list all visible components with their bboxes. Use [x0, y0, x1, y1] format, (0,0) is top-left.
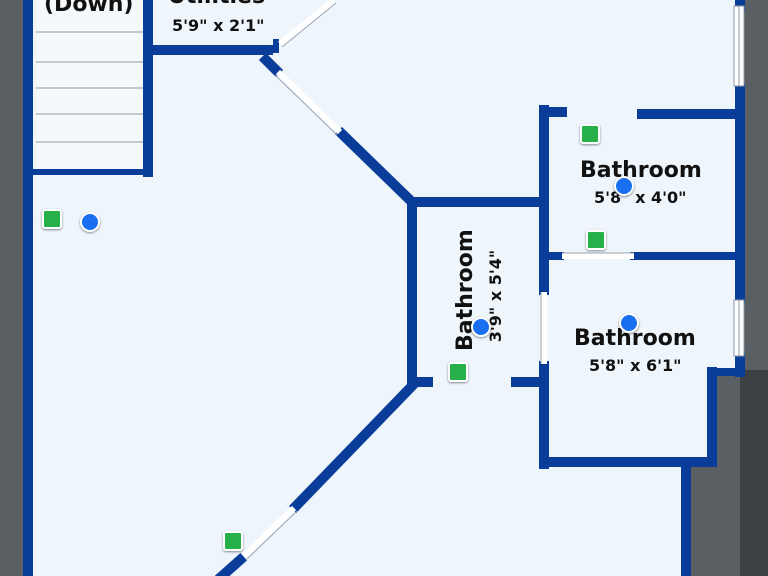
hotspot-blue-hall[interactable]	[80, 212, 100, 232]
floor-area	[28, 0, 740, 576]
room-bathroom-upper-dims: 5'8" x 4'0"	[594, 188, 687, 207]
wall-diagonal-lower-b	[214, 552, 248, 576]
windows	[733, 5, 745, 357]
room-bathroom-lower-title: Bathroom	[574, 326, 696, 351]
walls	[23, 0, 745, 576]
hotspot-green-bathroom-upper[interactable]	[580, 124, 600, 144]
wall-diagonal-upper	[258, 52, 284, 78]
staircase	[36, 0, 146, 170]
hotspot-blue-bathroom-center[interactable]	[471, 317, 491, 337]
exterior-shadow	[740, 370, 768, 576]
room-utilities-title: Utilities	[168, 0, 265, 8]
hotspot-green-lower-door[interactable]	[223, 531, 243, 551]
room-utilities-dims: 5'9" x 2'1"	[172, 16, 265, 35]
door-utilities	[278, 0, 336, 47]
hotspot-blue-bathroom-upper[interactable]	[614, 176, 634, 196]
wall-diagonal-upper-b	[334, 126, 420, 210]
door-diagonal-lower	[241, 505, 297, 559]
room-bathroom-upper-title: Bathroom	[580, 158, 702, 183]
wall-diagonal-lower	[288, 378, 420, 514]
hotspot-green-hall[interactable]	[42, 209, 62, 229]
hotspot-green-bathroom-center[interactable]	[448, 362, 468, 382]
stairs-label: (Down)	[44, 0, 134, 17]
openings	[241, 0, 634, 559]
opening-outlines	[246, 2, 634, 560]
door-diagonal-upper	[275, 69, 343, 135]
hotspot-green-bathroom-door[interactable]	[586, 230, 606, 250]
room-bathroom-lower-dims: 5'8" x 6'1"	[589, 356, 682, 375]
hotspot-blue-bathroom-lower[interactable]	[619, 313, 639, 333]
